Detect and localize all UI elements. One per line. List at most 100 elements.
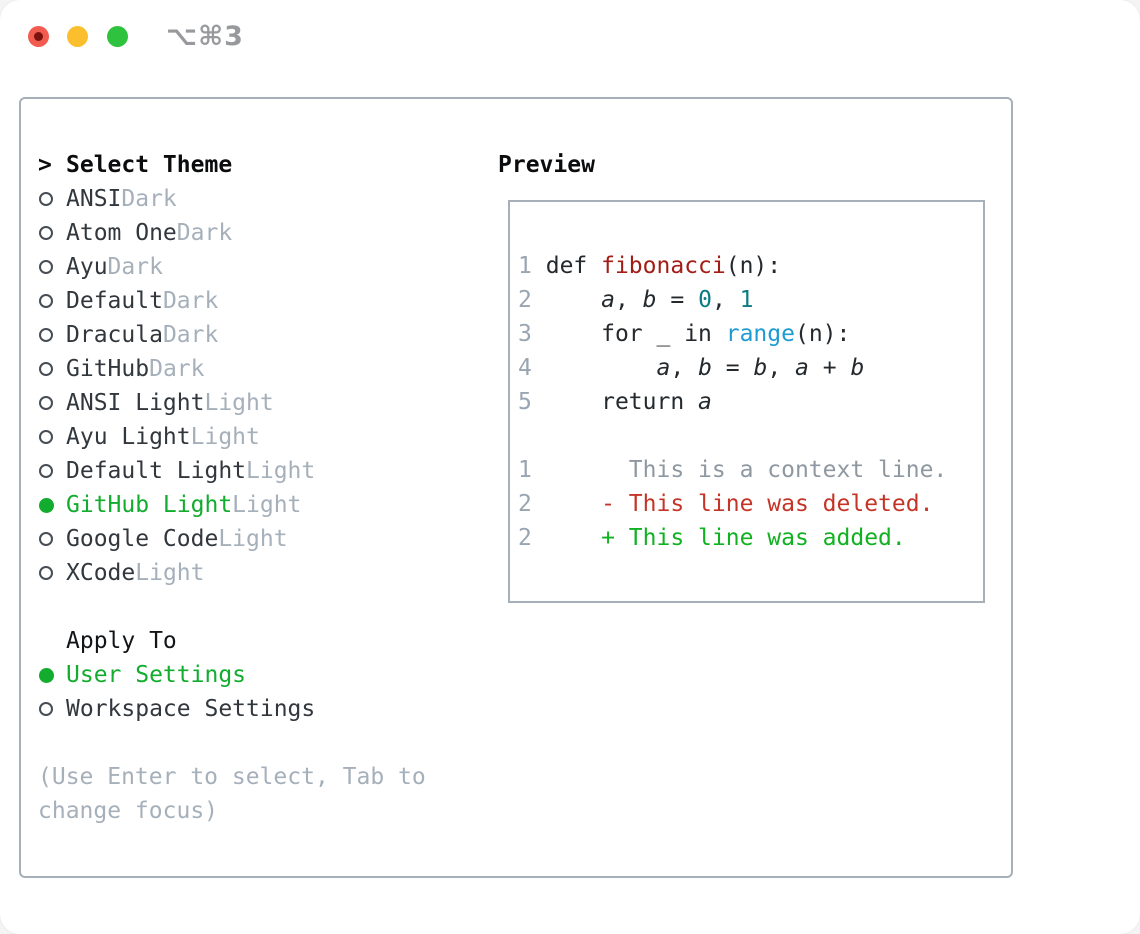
minimize-button-icon[interactable] <box>67 26 88 47</box>
radio-icon <box>39 192 53 206</box>
option-label: XCode <box>66 560 136 586</box>
close-button-icon[interactable] <box>28 26 49 47</box>
code-line: 2 a, b = 0, 1 <box>518 283 975 317</box>
option-variant-label: Light <box>135 560 205 586</box>
code-token: for _ in <box>545 321 726 347</box>
radio-gutter <box>38 464 66 478</box>
diff-line: 1 This is a context line. <box>518 453 975 487</box>
theme-option[interactable]: Default Dark <box>38 284 493 318</box>
diff-line: 2 - This line was deleted. <box>518 487 975 521</box>
code-token <box>546 355 657 381</box>
theme-option[interactable]: Dracula Dark <box>38 318 493 352</box>
option-variant-label: Light <box>204 390 274 416</box>
radio-gutter <box>38 532 66 546</box>
option-variant-label: Dark <box>162 288 219 314</box>
theme-option[interactable]: GitHub Dark <box>38 352 493 386</box>
theme-option[interactable]: Ayu Dark <box>38 250 493 284</box>
option-label: ANSI Light <box>66 390 205 416</box>
line-number: 4 <box>518 355 532 381</box>
line-number: 1 <box>518 253 532 279</box>
theme-option[interactable]: ANSI Dark <box>38 182 493 216</box>
code-token: def <box>545 253 602 279</box>
theme-option[interactable]: Google Code Light <box>38 522 493 556</box>
code-token: , <box>711 287 740 313</box>
code-token: a <box>795 355 809 381</box>
titlebar: ⌥⌘3 <box>0 0 1140 75</box>
radio-icon <box>39 464 53 478</box>
theme-option[interactable]: ANSI Light Light <box>38 386 493 420</box>
theme-option[interactable]: Default Light Light <box>38 454 493 488</box>
window-title: ⌥⌘3 <box>166 21 244 52</box>
diff-sample: 1 This is a context line.2 - This line w… <box>518 453 975 555</box>
option-label: Atom One <box>66 220 177 246</box>
code-token: 1 <box>739 287 754 313</box>
code-token: (n): <box>794 321 851 347</box>
code-token: b <box>753 355 768 381</box>
radio-gutter <box>38 667 66 683</box>
option-variant-label: Dark <box>176 220 233 246</box>
option-label: User Settings <box>66 662 247 688</box>
diff-text: This is a context line. <box>531 457 948 483</box>
option-variant-label: Light <box>218 526 288 552</box>
radio-icon <box>39 362 53 376</box>
radio-gutter <box>38 294 66 308</box>
code-line: 1 def fibonacci(n): <box>518 249 975 283</box>
option-label: Default Light <box>66 458 247 484</box>
select-theme-header-label: Select Theme <box>66 152 233 178</box>
section-gap <box>38 590 493 624</box>
diff-line: 2 + This line was added. <box>518 521 975 555</box>
radio-icon <box>39 566 53 580</box>
option-label: GitHub <box>66 356 150 382</box>
code-line: 3 for _ in range(n): <box>518 317 975 351</box>
theme-option[interactable]: XCode Light <box>38 556 493 590</box>
code-token <box>546 287 601 313</box>
option-variant-label: Light <box>246 458 316 484</box>
code-token: = <box>711 355 754 381</box>
option-variant-label: Dark <box>121 186 177 212</box>
prompt-icon: > <box>38 152 52 178</box>
radio-gutter <box>38 192 66 206</box>
theme-option[interactable]: Ayu Light Light <box>38 420 493 454</box>
blank-line <box>518 419 975 453</box>
theme-option[interactable]: Atom One Dark <box>38 216 493 250</box>
code-token: , <box>614 287 643 313</box>
radio-gutter <box>38 702 66 716</box>
apply-to-header: Apply To <box>38 624 493 658</box>
code-token: 0 <box>698 287 712 313</box>
preview-title: Preview <box>498 152 595 178</box>
theme-option[interactable]: GitHub Light Light <box>38 488 493 522</box>
radio-gutter <box>38 260 66 274</box>
code-token: range <box>725 321 795 347</box>
radio-gutter <box>38 430 66 444</box>
line-number: 5 <box>518 389 532 415</box>
diff-text: + This line was added. <box>531 525 906 551</box>
prompt-gutter: > <box>38 152 66 178</box>
line-number: 2 <box>518 287 532 313</box>
select-theme-header: > Select Theme <box>38 148 493 182</box>
code-line: 5 return a <box>518 385 975 419</box>
code-token: a <box>698 389 712 415</box>
preview-column: Preview 1 def fibonacci(n):2 a, b = 0, 1… <box>498 148 985 603</box>
apply-option[interactable]: User Settings <box>38 658 493 692</box>
hint-line-2: change focus) <box>38 798 219 824</box>
radio-icon <box>39 430 53 444</box>
option-label: Ayu <box>66 254 108 280</box>
radio-gutter <box>38 362 66 376</box>
radio-selected-icon <box>39 667 54 683</box>
radio-gutter <box>38 226 66 240</box>
radio-gutter <box>38 566 66 580</box>
code-token: + <box>808 355 851 381</box>
option-label: Google Code <box>66 526 219 552</box>
line-number: 3 <box>518 321 532 347</box>
zoom-button-icon[interactable] <box>107 26 128 47</box>
apply-option[interactable]: Workspace Settings <box>38 692 493 726</box>
hint-line-1: (Use Enter to select, Tab to <box>38 764 426 790</box>
option-variant-label: Light <box>190 424 260 450</box>
